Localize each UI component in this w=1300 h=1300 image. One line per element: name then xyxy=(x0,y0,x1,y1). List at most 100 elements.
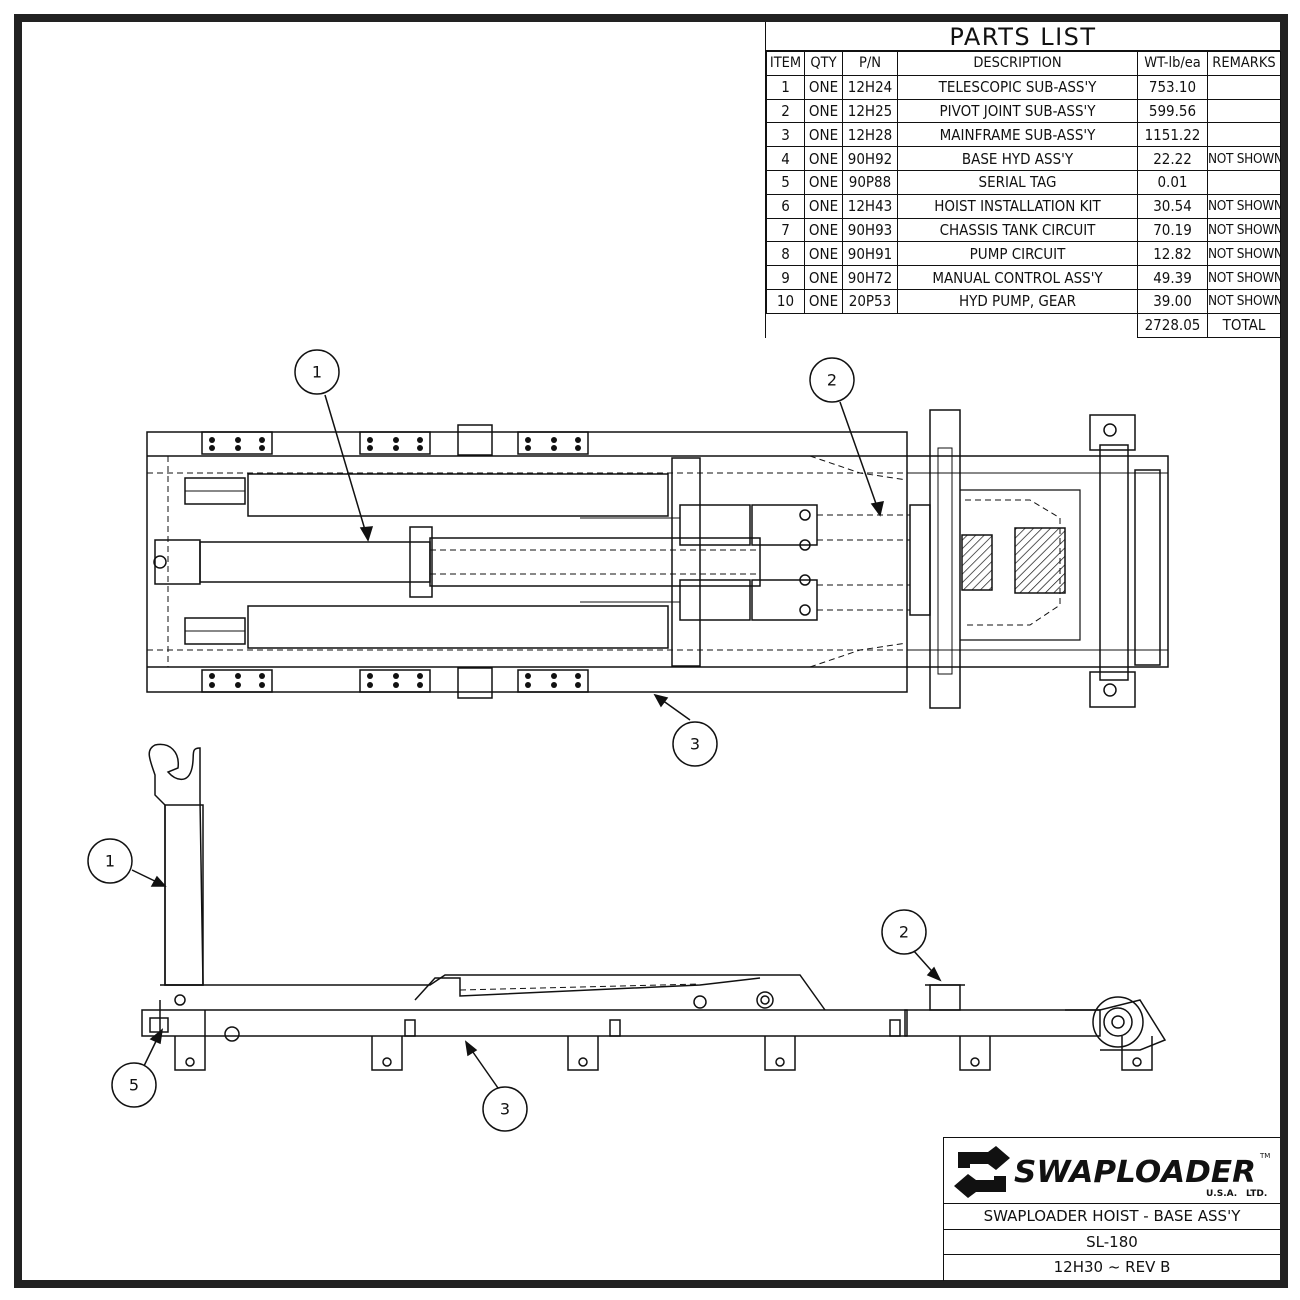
parts-cell-pn: 12H43 xyxy=(842,193,898,219)
rail-bolt-blocks xyxy=(201,424,589,699)
pivot-joint-side xyxy=(693,984,1167,1051)
callout-side-5-label: 5 xyxy=(129,1076,139,1095)
parts-cell-qty: ONE xyxy=(804,193,843,219)
parts-cell-weight: 599.56 xyxy=(1137,98,1208,124)
parts-cell-weight: 0.01 xyxy=(1137,169,1208,195)
total-label: TOTAL xyxy=(1207,312,1281,338)
callout-side-3 xyxy=(482,1086,528,1132)
parts-cell-description: PUMP CIRCUIT xyxy=(897,241,1138,267)
parts-cell-item: 10 xyxy=(766,288,805,314)
parts-cell-item: 6 xyxy=(766,193,805,219)
model-number: SL-180 xyxy=(944,1230,1280,1255)
parts-cell-pn: 12H28 xyxy=(842,122,898,148)
parts-cell-remarks xyxy=(1207,74,1281,100)
callout-bubbles xyxy=(87,349,927,1132)
callout-side-1-label: 1 xyxy=(105,852,115,871)
parts-cell-qty: ONE xyxy=(804,217,843,243)
total-weight: 2728.05 xyxy=(1137,312,1208,338)
parts-cell-pn: 90P88 xyxy=(842,169,898,195)
rail-bolts xyxy=(209,437,581,688)
rear-rollers-top xyxy=(1089,414,1161,708)
logo-ltd: LTD. xyxy=(1246,1189,1267,1199)
telescopic-boom-top xyxy=(153,526,761,598)
hook-arm-side xyxy=(148,743,204,986)
parts-cell-weight: 753.10 xyxy=(1137,74,1208,100)
logo-trademark: TM xyxy=(1259,1152,1270,1160)
boom-linkage-side xyxy=(414,977,761,1001)
parts-cell-qty: ONE xyxy=(804,74,843,100)
frame-brackets-side xyxy=(404,1019,901,1037)
callouts xyxy=(131,394,942,1089)
parts-cell-qty: ONE xyxy=(804,241,843,267)
parts-cell-description: MAINFRAME SUB-ASS'Y xyxy=(897,122,1138,148)
parts-cell-description: SERIAL TAG xyxy=(897,169,1138,195)
swaploader-logo: SWAPLOADER TM U.S.A. LTD. xyxy=(944,1138,1280,1204)
parts-cell-pn: 12H25 xyxy=(842,98,898,124)
parts-list: PARTS LIST ITEM QTY P/N DESCRIPTION WT-l… xyxy=(765,22,1281,338)
callout-top-1-label: 1 xyxy=(312,363,322,382)
pivot-joint-top xyxy=(580,457,910,667)
parts-cell-remarks: NOT SHOWN xyxy=(1207,217,1281,243)
parts-cell-description: CHASSIS TANK CIRCUIT xyxy=(897,217,1138,243)
rear-plate-top xyxy=(960,489,1081,641)
parts-cell-pn: 90H93 xyxy=(842,217,898,243)
callout-side-1 xyxy=(87,838,133,884)
callout-top-2-label: 2 xyxy=(827,371,837,390)
parts-cell-pn: 12H24 xyxy=(842,74,898,100)
parts-cell-item: 7 xyxy=(766,217,805,243)
callout-top-1 xyxy=(294,349,340,395)
parts-cell-weight: 1151.22 xyxy=(1137,122,1208,148)
parts-cell-description: MANUAL CONTROL ASS'Y xyxy=(897,265,1138,290)
parts-list-header-row: ITEM QTY P/N DESCRIPTION WT-lb/ea REMARK… xyxy=(766,51,1281,76)
parts-cell-remarks xyxy=(1207,122,1281,148)
parts-cell-weight: 70.19 xyxy=(1137,217,1208,243)
title-block: SWAPLOADER TM U.S.A. LTD. SWAPLOADER HOI… xyxy=(943,1137,1280,1281)
callout-side-2 xyxy=(881,909,927,955)
parts-cell-pn: 90H72 xyxy=(842,265,898,290)
cross-member-top xyxy=(909,409,961,709)
drawing-title: SWAPLOADER HOIST - BASE ASS'Y xyxy=(944,1204,1280,1230)
parts-cell-qty: ONE xyxy=(804,122,843,148)
col-header-pn: P/N xyxy=(842,51,898,76)
mainframe-side xyxy=(141,974,908,1042)
parts-cell-pn: 20P53 xyxy=(842,288,898,314)
parts-cell-remarks: NOT SHOWN xyxy=(1207,193,1281,219)
parts-cell-remarks: NOT SHOWN xyxy=(1207,241,1281,267)
col-header-weight: WT-lb/ea xyxy=(1137,51,1208,76)
callout-top-3 xyxy=(672,721,718,767)
logo-wordmark: SWAPLOADER xyxy=(1014,1155,1256,1190)
parts-cell-weight: 22.22 xyxy=(1137,146,1208,171)
parts-cell-qty: ONE xyxy=(804,169,843,195)
parts-cell-item: 4 xyxy=(766,146,805,171)
drawing-number: 12H30 ~ REV B xyxy=(1053,1258,1171,1276)
callout-top-2 xyxy=(809,357,855,403)
top-view xyxy=(146,409,1169,709)
col-header-description: DESCRIPTION xyxy=(897,51,1138,76)
parts-cell-weight: 30.54 xyxy=(1137,193,1208,219)
parts-cell-description: HOIST INSTALLATION KIT xyxy=(897,193,1138,219)
callout-side-5 xyxy=(111,1062,157,1108)
callout-labels: 1 2 3 1 2 3 5 xyxy=(105,363,909,1119)
parts-cell-weight: 49.39 xyxy=(1137,265,1208,290)
parts-cell-pn: 90H92 xyxy=(842,146,898,171)
logo-arrows-icon xyxy=(954,1146,1010,1198)
parts-list-table: ITEM QTY P/N DESCRIPTION WT-lb/ea REMARK… xyxy=(766,51,1281,338)
frame-feet-side xyxy=(174,1036,1153,1071)
parts-cell-item: 3 xyxy=(766,122,805,148)
parts-cell-remarks xyxy=(1207,169,1281,195)
hydraulic-cylinders xyxy=(184,473,669,649)
parts-cell-qty: ONE xyxy=(804,146,843,171)
parts-cell-remarks: NOT SHOWN xyxy=(1207,146,1281,171)
col-header-remarks: REMARKS xyxy=(1207,51,1281,76)
